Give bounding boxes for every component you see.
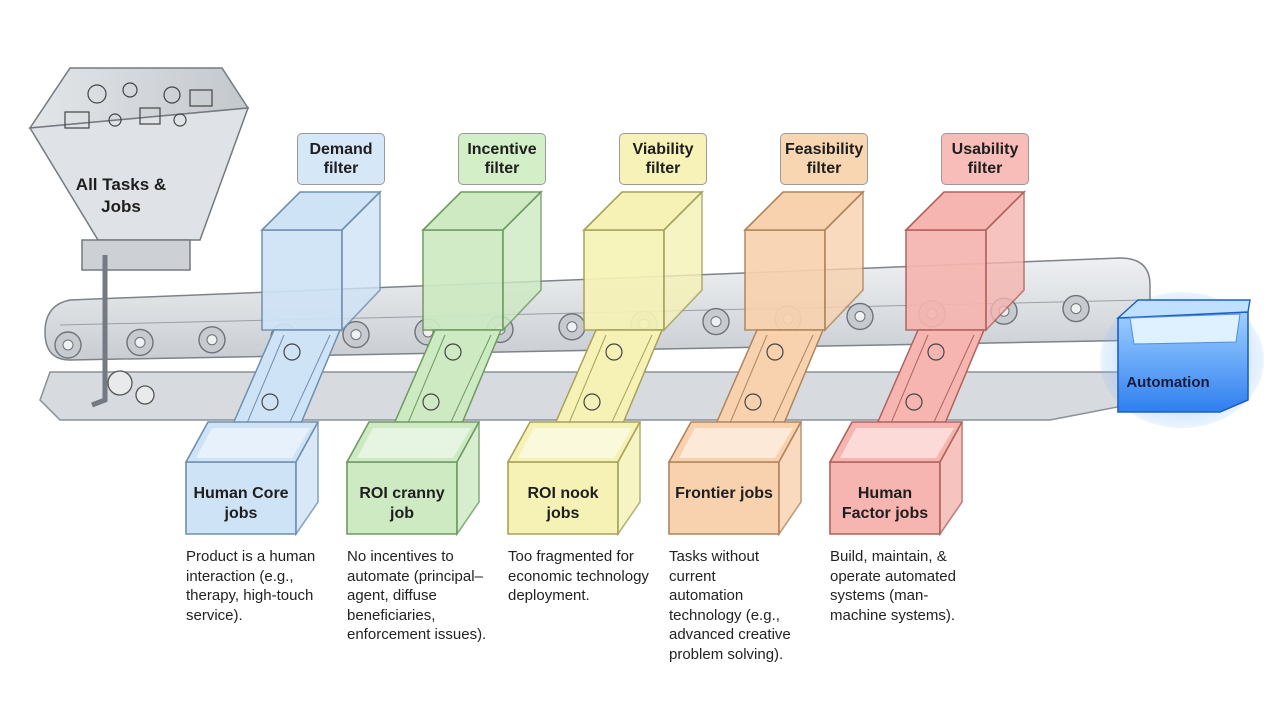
task-icon [283,343,301,361]
gear-icon [107,370,155,405]
bin-label: ROI nook jobs [527,485,599,522]
filter-label: Incentive filter [458,133,546,185]
filter-chute [385,329,503,441]
filter-label: Feasibility filter [780,133,868,185]
filter-chute [707,329,825,441]
roller [198,326,226,354]
bin-label: Human Factor jobs [841,485,929,522]
filter-label: Viability filter [619,133,707,185]
task-icon [605,343,623,361]
task-icon [422,393,440,411]
task-icon [744,393,762,411]
task-icon [766,343,784,361]
filter-tower [582,190,704,333]
filter-label: Usability filter [941,133,1029,185]
bin-description: Too fragmented for economic technology d… [508,548,649,604]
filter-units [260,190,1026,333]
bin-label: Human Core jobs [193,485,289,522]
bin-label: ROI cranny job [359,485,445,522]
bin-label: Frontier jobs [675,485,773,502]
bin-description: Build, maintain, & operate automated sys… [830,548,956,624]
roller [1062,294,1090,323]
task-icon [927,343,945,361]
output-bin [667,421,803,537]
roller [846,302,874,331]
roller [54,331,82,359]
filter-tower [260,190,382,333]
roller [702,307,730,336]
bin-description: Tasks without current automation technol… [669,548,791,663]
task-icon [444,343,462,361]
filter-chutes [224,329,986,441]
source-label: All Tasks & Jobs [75,175,167,216]
filter-tower [421,190,543,333]
filter-tower [904,190,1026,333]
hopper [28,67,250,408]
automation-bin [1100,292,1264,428]
task-icon [261,393,279,411]
output-bin [345,421,481,537]
output-bin [506,421,642,537]
task-icon [583,393,601,411]
output-bin [184,421,320,537]
roller [342,320,370,349]
output-bin [828,421,964,537]
bin-description: No incentives to automate (principal–age… [347,548,487,643]
filter-label: Demand filter [297,133,385,185]
roller [558,313,586,341]
output-bins [184,421,964,537]
filter-tower [743,190,865,333]
bin-description: Product is a human interaction (e.g., th… [186,548,316,624]
roller [126,328,154,357]
task-icon [905,393,923,411]
automation-label: Automation [1126,374,1210,391]
